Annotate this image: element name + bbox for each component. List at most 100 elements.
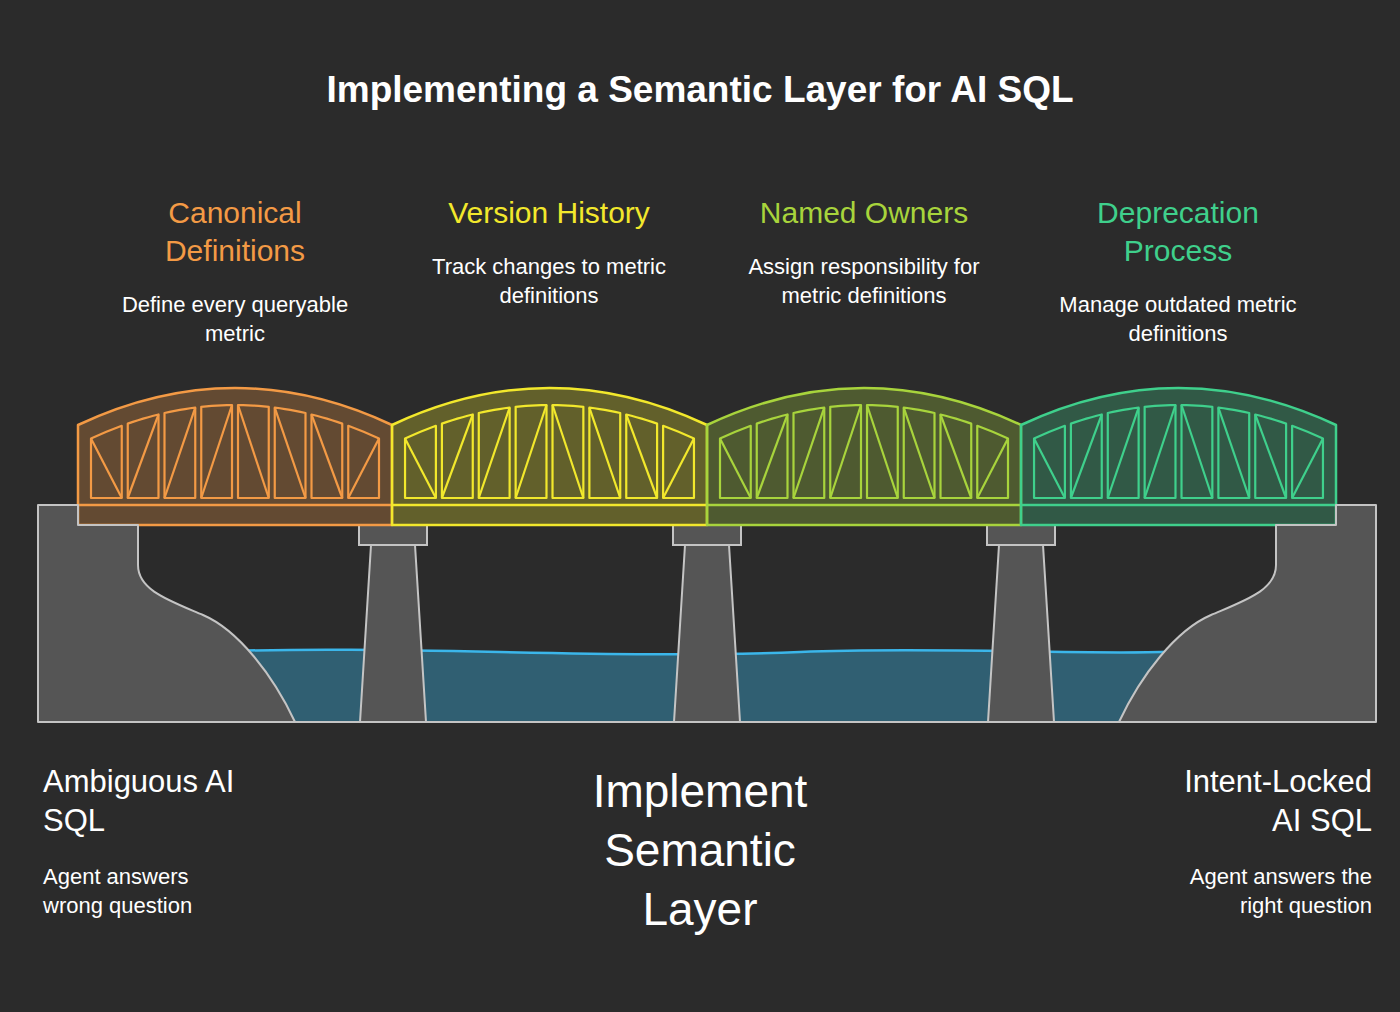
truss-panel (626, 414, 657, 498)
truss-cell (1034, 426, 1065, 498)
truss-cell (165, 408, 196, 498)
truss-frame (392, 388, 707, 525)
span-heading: Version History (399, 194, 699, 232)
truss-diagonal (757, 414, 788, 498)
river-bank: Ambiguous AI SQLAgent answers wrong ques… (38, 505, 298, 722)
truss-cell (757, 414, 788, 498)
river-bank: Intent-Locked AI SQLAgent answers the ri… (1116, 505, 1376, 722)
node-texts: Deprecation ProcessManage outdated metri… (1028, 194, 1328, 348)
truss-diagonal (238, 405, 269, 498)
diagram-title: Implementing a Semantic Layer for AI SQL (0, 67, 1400, 113)
bridge-span: Canonical DefinitionsDefine every querya… (78, 388, 392, 525)
truss-cell (941, 414, 972, 498)
truss-panel (977, 426, 1008, 498)
truss-cell (794, 408, 825, 498)
truss-diagonal (977, 439, 1008, 498)
bank-outline (38, 505, 298, 722)
truss-panel (348, 426, 379, 498)
truss-panel (165, 408, 196, 498)
truss-panel (91, 426, 122, 498)
truss-outline (707, 388, 1021, 525)
truss-cell (904, 408, 935, 498)
truss-diagonal (867, 405, 898, 498)
truss-cell (1108, 408, 1139, 498)
truss-cell (238, 405, 269, 498)
span-description: Assign responsibility for metric definit… (722, 252, 1007, 310)
truss-cell (663, 426, 694, 498)
truss-cell (830, 405, 861, 498)
pier-shaft (360, 545, 426, 722)
truss-cell (1292, 426, 1323, 498)
bank-cliff (1119, 505, 1376, 722)
span-description: Track changes to metric definitions (409, 252, 689, 310)
bank-description: Agent answers wrong question (43, 862, 233, 920)
truss-cell (1218, 408, 1249, 498)
pier-shaft (674, 545, 740, 722)
truss-outline (78, 388, 392, 525)
truss-diagonal (553, 405, 584, 498)
truss-panel (1218, 408, 1249, 498)
truss-diagonal (275, 408, 306, 498)
truss-frame (1021, 388, 1336, 525)
truss-panel (201, 405, 232, 498)
truss-cell (589, 408, 620, 498)
truss-deck (707, 504, 1021, 507)
truss-diagonal (1218, 408, 1249, 498)
bridge-span: Deprecation ProcessManage outdated metri… (1021, 388, 1336, 525)
truss-cell (516, 405, 547, 498)
truss-cell (1071, 414, 1102, 498)
truss-deck (1021, 504, 1336, 507)
truss-diagonal (626, 414, 657, 498)
truss-diagonal (904, 408, 935, 498)
truss-diagonal (442, 414, 473, 498)
truss-diagonal (91, 439, 122, 498)
node-texts: Intent-Locked AI SQL Agent answers the ri… (1142, 762, 1372, 920)
truss-panel (128, 414, 159, 498)
bank-heading: Ambiguous AI SQL (43, 762, 263, 840)
truss-panel (867, 405, 898, 498)
node-texts: Ambiguous AI SQL Agent answers wrong ques… (43, 762, 273, 920)
truss-panel (516, 405, 547, 498)
truss-diagonal (516, 405, 547, 498)
truss-diagonal (1182, 405, 1213, 498)
bridge-span: Version HistoryTrack changes to metric d… (392, 388, 707, 525)
truss-panel (794, 408, 825, 498)
truss-cell (553, 405, 584, 498)
truss-cell (479, 408, 510, 498)
truss-panel (312, 414, 343, 498)
truss-panel (757, 414, 788, 498)
span-heading: Canonical Definitions (120, 194, 350, 270)
truss-cell (442, 414, 473, 498)
truss-diagonal (405, 439, 436, 498)
truss-diagonal (589, 408, 620, 498)
truss-cell (720, 426, 751, 498)
truss-diagonal (663, 439, 694, 498)
truss-cell (91, 426, 122, 498)
truss-cell (275, 408, 306, 498)
node-texts: Version HistoryTrack changes to metric d… (399, 194, 699, 310)
bank-heading: Intent-Locked AI SQL (1152, 762, 1372, 840)
truss-diagonal (312, 414, 343, 498)
truss-diagonal (1145, 405, 1176, 498)
truss-outline (1021, 388, 1336, 525)
pier-cap (987, 525, 1055, 545)
truss-diagonal (128, 414, 159, 498)
truss-diagonal (794, 408, 825, 498)
truss-panel (720, 426, 751, 498)
truss-diagonal (201, 405, 232, 498)
truss-cell (1255, 414, 1286, 498)
bridge-span: Named OwnersAssign responsibility for me… (707, 388, 1021, 525)
bank-description: Agent answers the right question (1162, 862, 1372, 920)
truss-panel (1108, 408, 1139, 498)
truss-panel (589, 408, 620, 498)
pier-shaft (988, 545, 1054, 722)
bank-cliff (38, 505, 295, 722)
truss-outline (392, 388, 707, 525)
truss-panel (1182, 405, 1213, 498)
truss-diagonal (165, 408, 196, 498)
truss-panel (1034, 426, 1065, 498)
truss-cell (626, 414, 657, 498)
truss-deck (392, 504, 707, 507)
pier-cap (359, 525, 427, 545)
